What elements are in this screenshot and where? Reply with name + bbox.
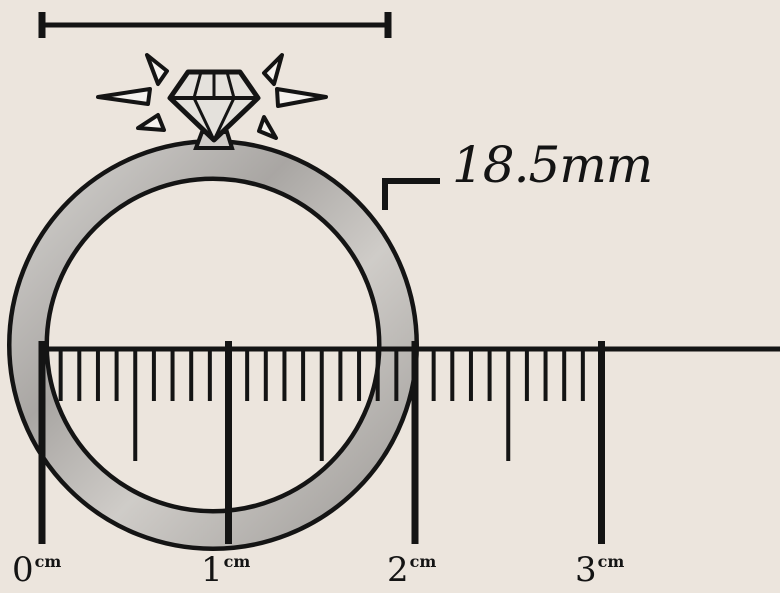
ruler-label-3cm: 3cm	[575, 553, 624, 587]
ruler-label-2cm: 2cm	[387, 553, 436, 587]
ring-icon	[28, 160, 398, 530]
diamond-icon	[170, 72, 258, 140]
ring-size-label: 18.5mm	[452, 140, 652, 190]
top-dimension-bar	[42, 12, 388, 38]
ruler-label-1cm: 1cm	[201, 553, 250, 587]
measurement-pointer	[385, 181, 440, 210]
ruler-label-0cm: 0cm	[12, 553, 61, 587]
